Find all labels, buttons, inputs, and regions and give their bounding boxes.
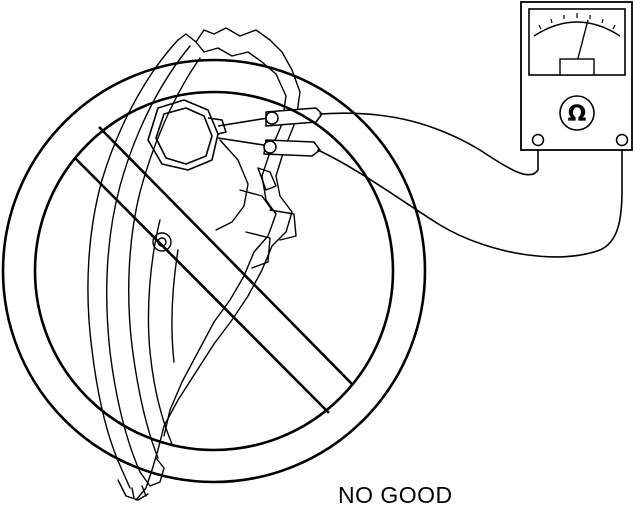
lead-negative bbox=[317, 139, 623, 258]
ohm-selector bbox=[559, 95, 595, 131]
meter-body bbox=[520, 1, 633, 151]
meter-terminal-left bbox=[531, 133, 545, 147]
test-probes bbox=[263, 107, 323, 157]
ohm-symbol-label: Ω bbox=[568, 102, 587, 127]
lead-positive bbox=[319, 112, 539, 176]
probe-upper bbox=[265, 107, 323, 127]
result-caption: NO GOOD bbox=[338, 482, 453, 508]
probe-lower-tip bbox=[263, 140, 277, 154]
prohibition-ring-outer bbox=[1, 58, 427, 484]
meter-scale-arc bbox=[533, 21, 621, 37]
headlight-assembly-icon bbox=[87, 27, 301, 501]
prohibition-bar bbox=[74, 126, 353, 414]
bulb-socket-icon bbox=[147, 99, 271, 171]
probe-upper-tip bbox=[265, 111, 279, 125]
test-leads bbox=[317, 112, 623, 258]
no-symbol-icon bbox=[1, 58, 427, 484]
meter-pivot bbox=[559, 58, 595, 76]
prohibition-ring-inner bbox=[33, 90, 395, 452]
meter-needle bbox=[576, 19, 589, 63]
probe-lower bbox=[263, 139, 321, 157]
ohmmeter-icon bbox=[520, 1, 633, 151]
meter-terminal-right bbox=[615, 133, 629, 147]
